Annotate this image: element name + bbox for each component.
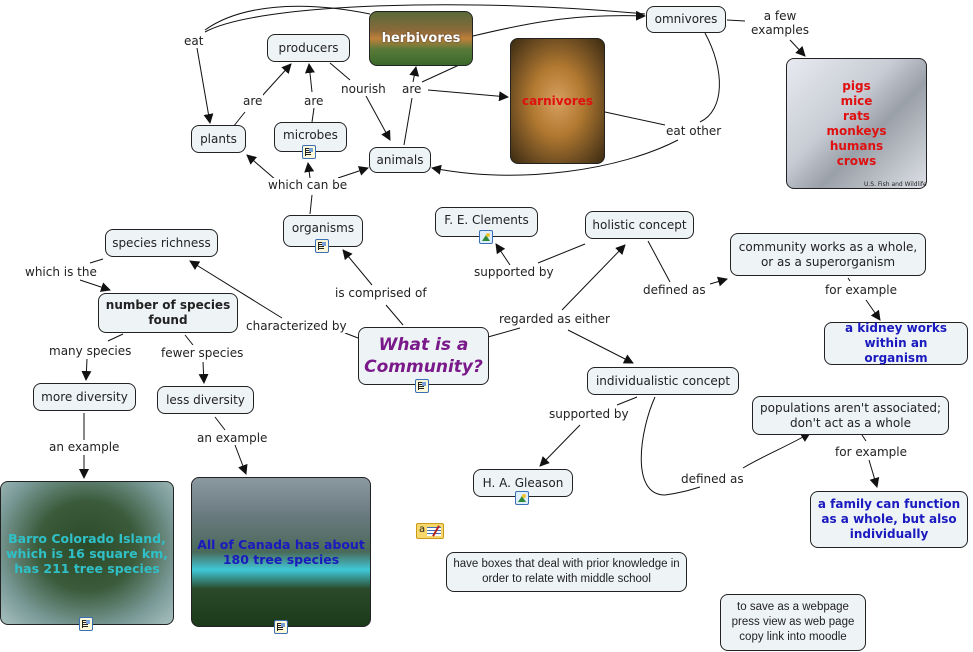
- omnivore-example: crows: [836, 153, 877, 168]
- link-label-a-few-examples: a few examples: [748, 9, 812, 37]
- concept-carnivores-image[interactable]: carnivores: [510, 38, 605, 164]
- barro-colorado-image[interactable]: Barro Colorado Island, which is 16 squar…: [0, 481, 174, 625]
- link-label-supported-by: supported by: [548, 407, 630, 421]
- concept-populations-not-associated[interactable]: populations aren't associated; don't act…: [752, 396, 949, 435]
- concept-omnivores[interactable]: omnivores: [646, 6, 726, 33]
- document-resource-icon[interactable]: [315, 239, 329, 253]
- carnivores-label: carnivores: [521, 93, 594, 108]
- link-label-regarded-as-either: regarded as either: [498, 312, 611, 326]
- concept-plants[interactable]: plants: [191, 125, 246, 153]
- link-label-is-comprised-of: is comprised of: [334, 286, 428, 300]
- link-label-for-example: for example: [834, 445, 908, 459]
- note-icon-letter: a: [419, 524, 426, 535]
- concept-species-richness[interactable]: species richness: [105, 229, 218, 257]
- link-eat-omnivores: [204, 4, 646, 33]
- link-label-nourish: nourish: [340, 82, 387, 96]
- concept-kidney-example[interactable]: a kidney works within an organism: [824, 321, 968, 365]
- concept-family-example[interactable]: a family can function as a whole, but al…: [810, 491, 968, 548]
- link-label-which-can-be: which can be: [267, 178, 349, 192]
- link-label-are: are: [401, 82, 423, 96]
- link-label-are: are: [242, 94, 264, 108]
- annotation-note-icon[interactable]: a: [416, 523, 444, 539]
- link-label-an-example: an example: [196, 431, 269, 445]
- concept-holistic[interactable]: holistic concept: [585, 211, 694, 239]
- image-resource-icon[interactable]: [479, 230, 493, 244]
- concept-main-what-is-a-community[interactable]: What is a Community?: [358, 327, 489, 385]
- link-eat-herbivores: [204, 5, 371, 31]
- link-eat-to-plants: [196, 47, 214, 124]
- link-label-are: are: [303, 94, 325, 108]
- omnivore-example: monkeys: [826, 123, 887, 138]
- document-resource-icon[interactable]: [415, 379, 429, 393]
- omnivore-example: rats: [843, 108, 870, 123]
- canada-image[interactable]: All of Canada has about 180 tree species: [191, 477, 371, 627]
- concept-number-of-species-found[interactable]: number of species found: [98, 293, 238, 333]
- document-resource-icon[interactable]: [79, 617, 93, 631]
- link-label-characterized-by: characterized by: [245, 319, 348, 333]
- concept-fe-clements[interactable]: F. E. Clements: [435, 207, 538, 237]
- link-label-defined-as: defined as: [642, 283, 707, 297]
- concept-producers[interactable]: producers: [267, 34, 350, 62]
- concept-individualistic[interactable]: individualistic concept: [587, 367, 739, 395]
- link-label-eat: eat: [183, 34, 205, 48]
- omnivore-example: humans: [829, 138, 884, 153]
- link-label-an-example: an example: [48, 440, 121, 454]
- image-credit: U.S. Fish and Wildlife: [864, 181, 927, 188]
- link-label-defined-as: defined as: [680, 472, 745, 486]
- concept-animals[interactable]: animals: [369, 147, 431, 173]
- link-label-which-is-the: which is the: [24, 265, 98, 279]
- canada-label: All of Canada has about 180 tree species: [197, 537, 365, 567]
- concept-community-works-as-whole[interactable]: community works as a whole, or as a supe…: [730, 233, 926, 276]
- concept-herbivores-image[interactable]: herbivores: [369, 11, 473, 66]
- omnivore-example: pigs: [842, 78, 871, 93]
- barro-colorado-label: Barro Colorado Island, which is 16 squar…: [5, 530, 169, 576]
- link-label-for-example: for example: [824, 283, 898, 297]
- note-save-webpage[interactable]: to save as a webpage press view as web p…: [720, 594, 866, 651]
- link-label-fewer-species: fewer species: [160, 346, 245, 360]
- link-label-supported-by: supported by: [473, 265, 555, 279]
- concept-less-diversity[interactable]: less diversity: [157, 386, 254, 414]
- omnivore-examples-image[interactable]: pigs mice rats monkeys humans crows: [786, 58, 927, 189]
- concept-more-diversity[interactable]: more diversity: [33, 383, 136, 411]
- link-label-many-species: many species: [48, 344, 133, 358]
- document-resource-icon[interactable]: [274, 620, 288, 634]
- document-resource-icon[interactable]: [302, 145, 316, 159]
- note-prior-knowledge[interactable]: have boxes that deal with prior knowledg…: [446, 552, 687, 592]
- image-resource-icon[interactable]: [515, 491, 529, 505]
- herbivores-label: herbivores: [381, 31, 461, 46]
- omnivore-example: mice: [840, 93, 873, 108]
- link-label-eat-other: eat other: [665, 124, 723, 138]
